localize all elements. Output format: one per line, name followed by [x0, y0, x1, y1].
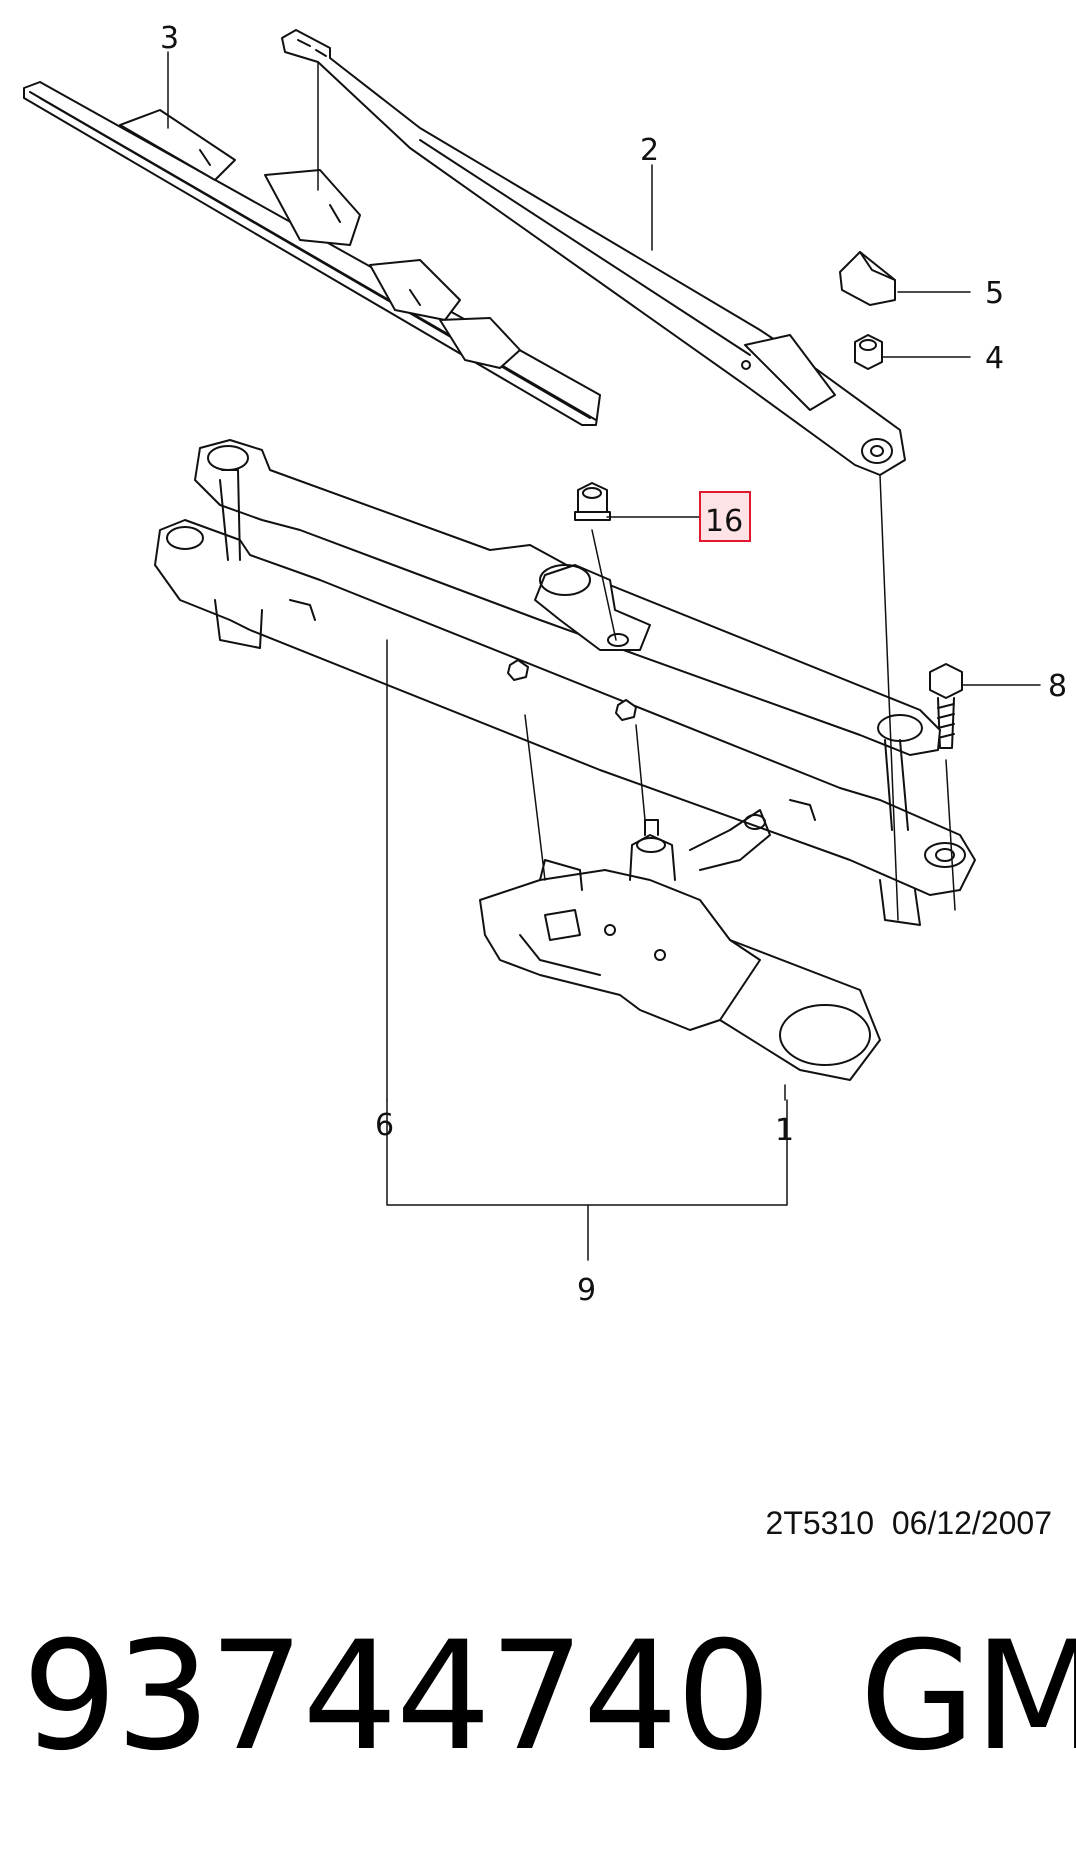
wiper-arm: [281, 29, 906, 476]
mounting-bolt: [929, 663, 963, 749]
wiper-linkage-diagram: 3 2 5 4 16 8 6 1 9: [23, 21, 1067, 1308]
callout-1: 1: [775, 1113, 794, 1148]
callout-6: 6: [375, 1108, 394, 1143]
pivot-nut: [854, 334, 883, 370]
linkage-nut: [574, 482, 611, 521]
pivot-cap: [839, 251, 896, 306]
wiper-linkage-frame: [154, 439, 976, 926]
callout-16-highlight: [699, 491, 751, 542]
callout-3: 3: [160, 21, 179, 56]
drawing-code: 2T5310 06/12/2007: [765, 1505, 1052, 1541]
part-number: 93744740: [22, 1610, 771, 1784]
wiper-motor: [479, 809, 881, 1081]
callout-8: 8: [1048, 669, 1067, 704]
callout-9: 9: [577, 1273, 596, 1308]
brand-name: GM: [859, 1610, 1076, 1784]
callout-16: 16: [705, 504, 743, 539]
wiper-blade: [23, 81, 601, 426]
callout-5: 5: [985, 276, 1004, 311]
leader-lines: [167, 51, 1041, 1261]
callout-2: 2: [640, 133, 659, 168]
part-label: 93744740 GM: [22, 1610, 1076, 1784]
callout-4: 4: [985, 341, 1004, 376]
